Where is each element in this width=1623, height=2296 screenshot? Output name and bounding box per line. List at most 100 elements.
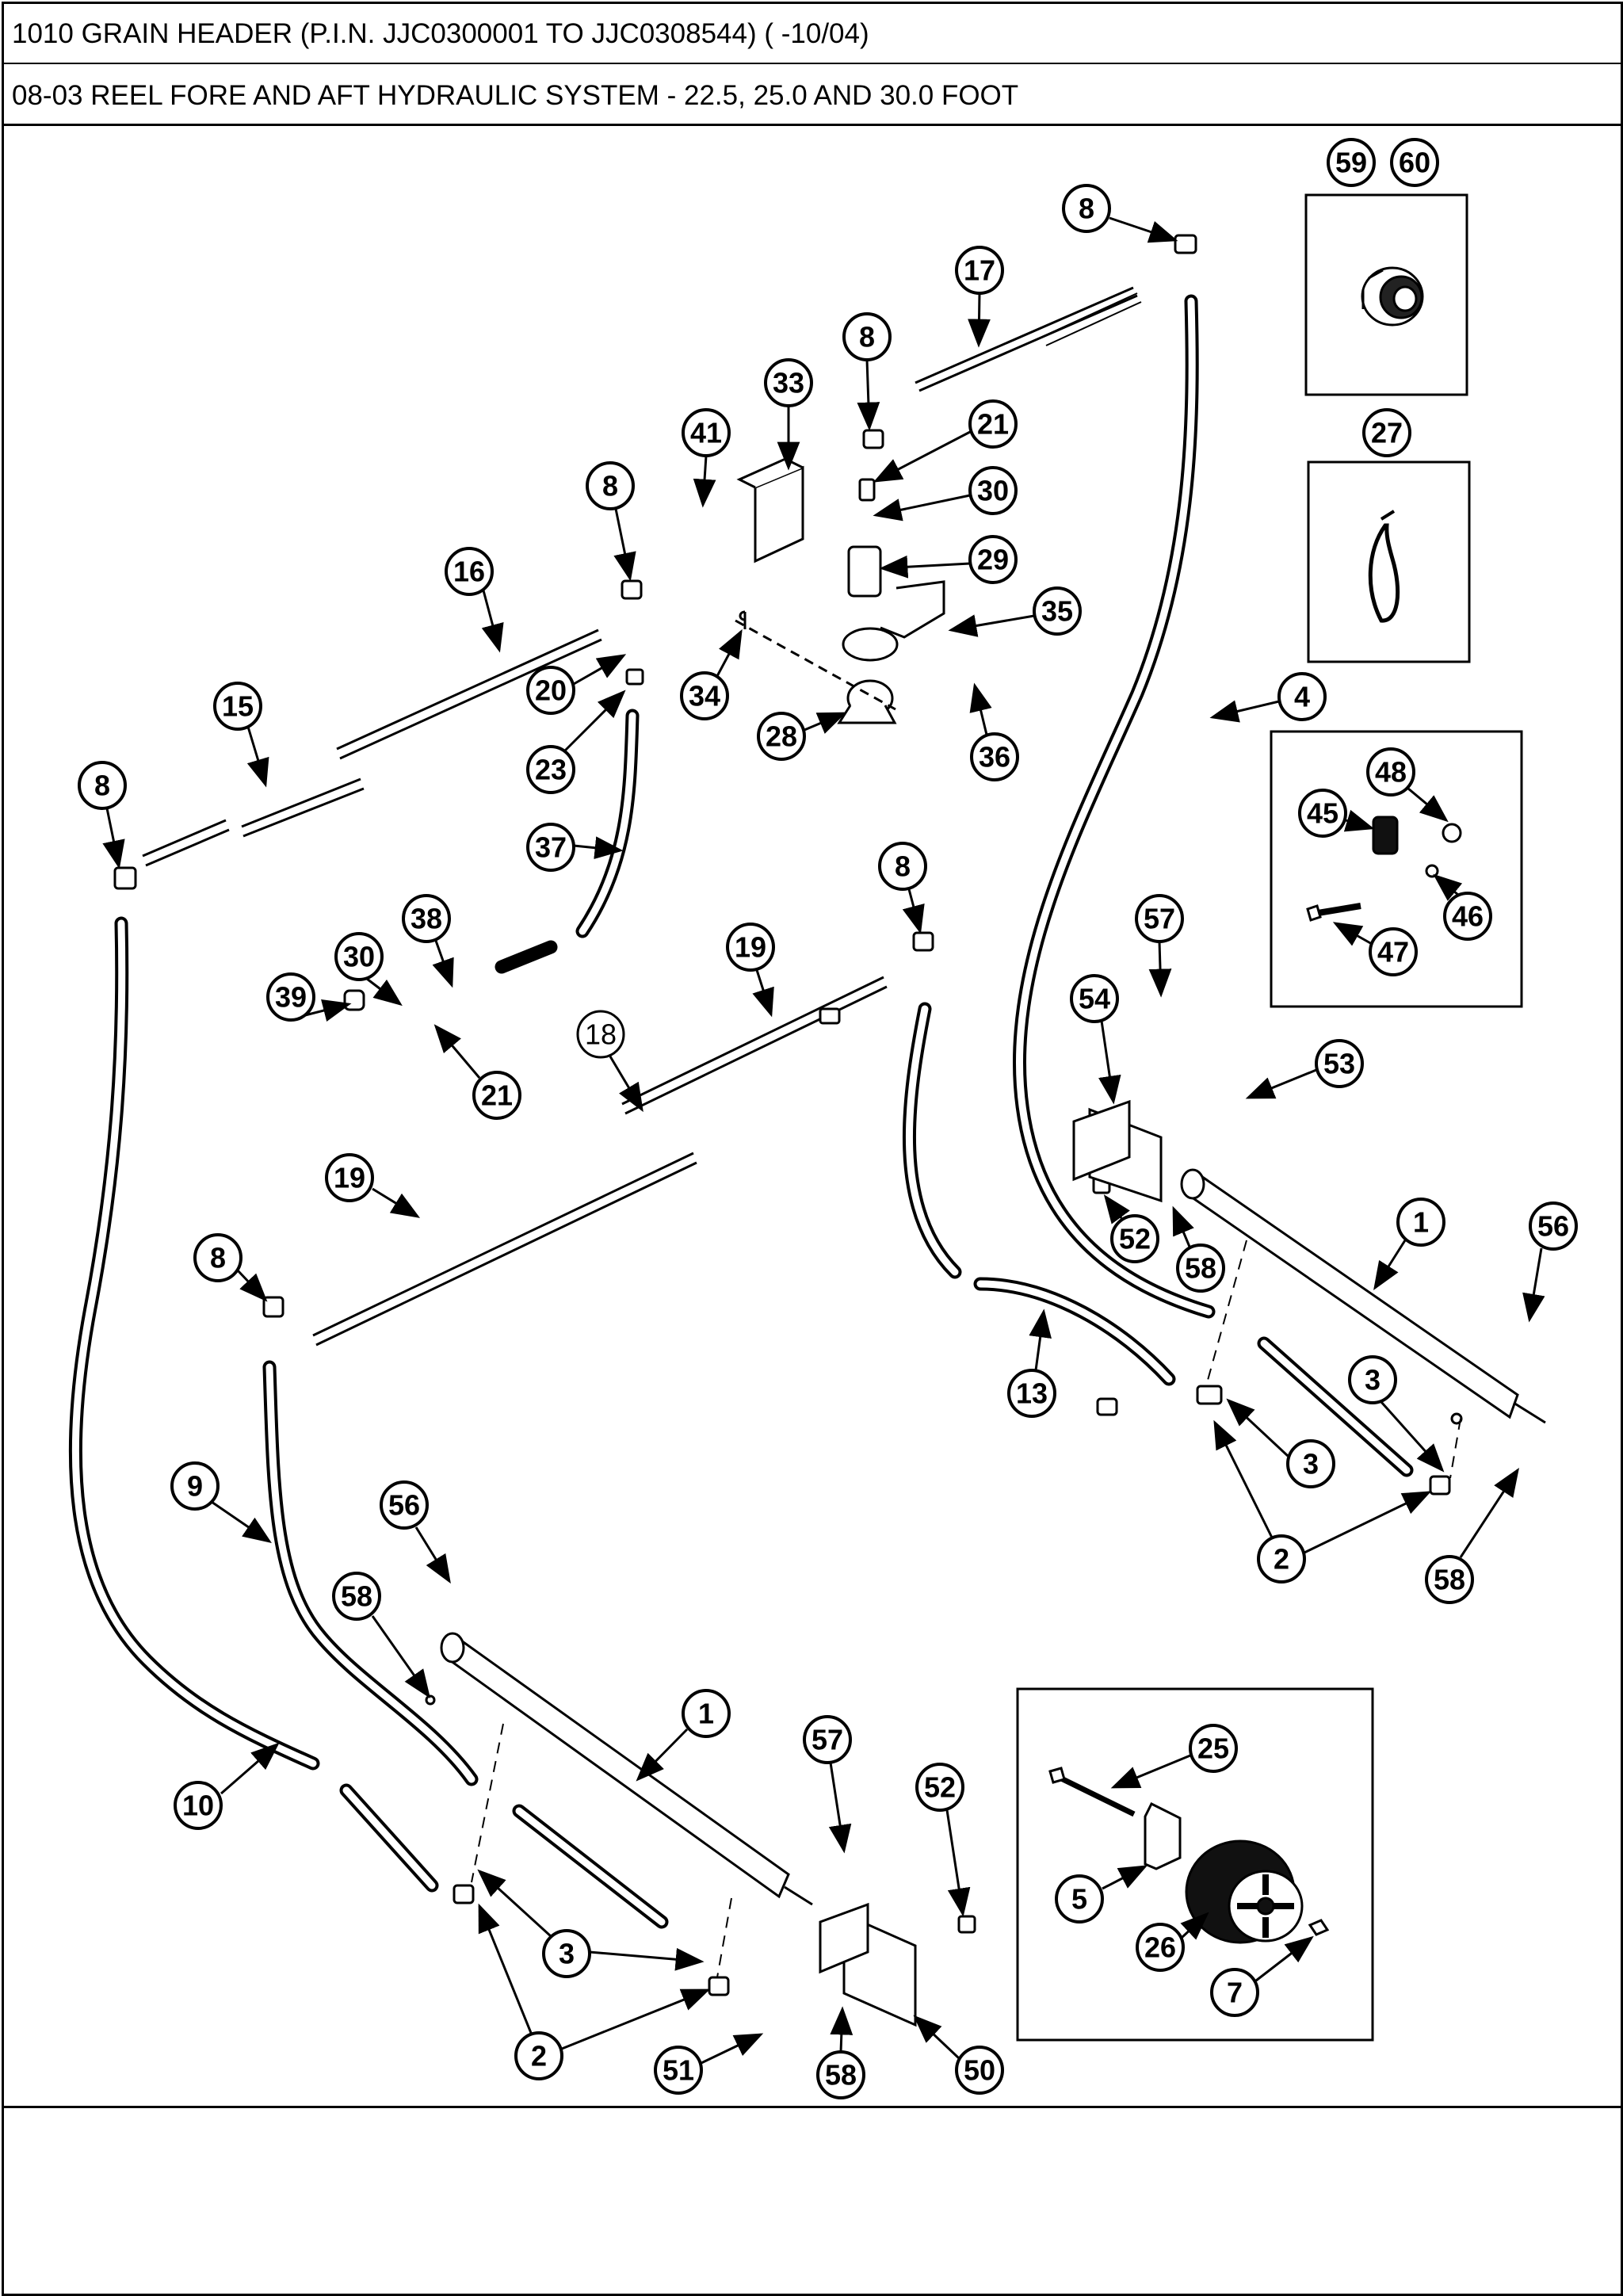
callout-8-top: 8 [1062, 184, 1178, 243]
svg-text:51: 51 [663, 2054, 694, 2087]
svg-text:15: 15 [222, 690, 254, 723]
svg-text:29: 29 [977, 544, 1009, 576]
svg-text:37: 37 [535, 831, 567, 864]
callout-16: 16 [445, 547, 504, 653]
fittings [113, 234, 1463, 1996]
svg-text:34: 34 [689, 680, 720, 712]
callout-26: 26 [1136, 1912, 1209, 1972]
svg-text:58: 58 [1434, 1564, 1465, 1596]
callout-47: 47 [1332, 922, 1418, 976]
callout-46: 46 [1433, 873, 1492, 941]
svg-text:58: 58 [341, 1580, 372, 1613]
svg-text:8: 8 [1079, 193, 1094, 225]
svg-text:50: 50 [964, 2054, 995, 2087]
svg-text:46: 46 [1452, 900, 1484, 933]
valve-bracket-cluster [735, 457, 945, 724]
svg-text:2: 2 [1274, 1543, 1289, 1576]
callout-45: 45 [1298, 789, 1375, 838]
svg-text:25: 25 [1197, 1733, 1229, 1765]
callout-33: 33 [764, 358, 813, 471]
svg-text:7: 7 [1227, 1977, 1243, 2009]
svg-text:52: 52 [1119, 1223, 1151, 1255]
svg-text:16: 16 [453, 556, 485, 588]
callout-1-right: 1 [1373, 1198, 1445, 1291]
callout-53: 53 [1245, 1039, 1364, 1099]
callout-20: 20 [526, 654, 627, 715]
svg-text:8: 8 [859, 321, 875, 353]
callout-38: 38 [402, 894, 454, 988]
callout-34: 34 [680, 628, 743, 720]
callout-54: 54 [1070, 974, 1121, 1105]
callout-36: 36 [969, 682, 1019, 781]
svg-text:8: 8 [210, 1242, 226, 1274]
callout-3-right-lower: 3 [1226, 1398, 1335, 1488]
svg-text:48: 48 [1375, 756, 1407, 789]
svg-text:47: 47 [1377, 936, 1409, 968]
callout-8-middle: 8 [878, 842, 927, 934]
callout-57-lower: 57 [803, 1715, 852, 1854]
svg-text:3: 3 [1303, 1448, 1319, 1480]
callout-51: 51 [654, 2033, 764, 2095]
tubes [142, 286, 1142, 1347]
callout-58-right: 58 [1425, 1467, 1519, 1604]
header-model-row: 1010 GRAIN HEADER (P.I.N. JJC0300001 TO … [4, 4, 1621, 64]
svg-text:56: 56 [388, 1489, 420, 1522]
callout-4: 4 [1209, 672, 1327, 723]
callout-50: 50 [913, 2015, 1004, 2095]
svg-text:35: 35 [1041, 595, 1073, 628]
svg-text:28: 28 [766, 720, 797, 753]
svg-text:17: 17 [964, 254, 995, 287]
callout-19-upper: 19 [726, 923, 775, 1018]
callout-2-right: 2 [1213, 1419, 1432, 1584]
callout-52-lower: 52 [915, 1763, 971, 1917]
callout-35: 35 [948, 586, 1082, 637]
callout-59: 59 [1327, 138, 1376, 187]
svg-text:19: 19 [334, 1162, 365, 1194]
svg-text:2: 2 [531, 2040, 547, 2073]
assembly-lines [471, 1240, 1461, 1978]
callout-37: 37 [526, 823, 624, 872]
hoses [68, 294, 1414, 1929]
svg-text:57: 57 [812, 1724, 843, 1756]
svg-text:5: 5 [1071, 1883, 1087, 1916]
callout-13: 13 [1007, 1308, 1056, 1418]
parts-diagram: 59 60 8 17 8 33 41 21 30 29 27 8 16 35 2… [4, 128, 1621, 2107]
svg-text:10: 10 [182, 1790, 214, 1822]
section-title: 08-03 REEL FORE AND AFT HYDRAULIC SYSTEM… [12, 80, 1019, 111]
svg-text:21: 21 [481, 1079, 513, 1112]
svg-text:23: 23 [535, 754, 567, 786]
svg-text:26: 26 [1144, 1931, 1176, 1964]
callout-21-left: 21 [433, 1024, 521, 1120]
callout-58-upper: 58 [1172, 1205, 1225, 1293]
svg-text:58: 58 [825, 2059, 857, 2092]
footer-blank-area [4, 2106, 1621, 2296]
svg-text:3: 3 [1365, 1364, 1381, 1396]
svg-text:38: 38 [411, 903, 442, 935]
callout-9: 9 [170, 1461, 272, 1544]
svg-text:30: 30 [977, 475, 1009, 507]
callout-56-right: 56 [1522, 1201, 1578, 1323]
svg-text:59: 59 [1335, 147, 1367, 179]
svg-text:33: 33 [773, 367, 804, 399]
parts-diagram-svg: 59 60 8 17 8 33 41 21 30 29 27 8 16 35 2… [68, 138, 1578, 2099]
inset-clamp-27 [1307, 460, 1471, 663]
callout-27: 27 [1362, 408, 1411, 457]
callout-56-left: 56 [380, 1480, 451, 1584]
svg-text:1: 1 [1413, 1206, 1429, 1239]
callout-28: 28 [757, 712, 847, 761]
callout-3-right-upper: 3 [1348, 1355, 1445, 1473]
svg-text:41: 41 [690, 417, 722, 449]
callout-58-bottom: 58 [816, 2006, 865, 2099]
svg-text:13: 13 [1016, 1377, 1048, 1410]
callout-39: 39 [266, 972, 352, 1022]
callout-48: 48 [1366, 747, 1449, 823]
callout-2-left: 2 [478, 1903, 711, 2080]
svg-text:52: 52 [924, 1771, 956, 1804]
callout-5: 5 [1055, 1865, 1148, 1924]
svg-text:36: 36 [979, 741, 1010, 774]
svg-text:30: 30 [343, 941, 375, 973]
svg-text:27: 27 [1371, 417, 1403, 449]
svg-text:9: 9 [187, 1470, 203, 1503]
svg-text:8: 8 [94, 770, 110, 802]
